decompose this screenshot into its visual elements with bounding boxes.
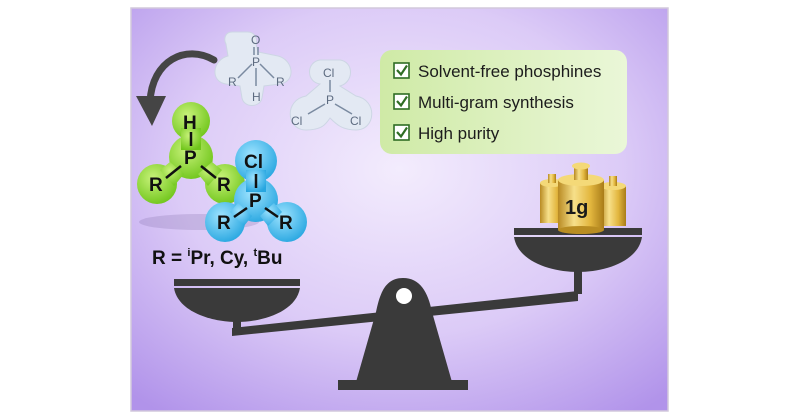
phosphorus-trichloride-molecule: Cl P Cl Cl (289, 59, 373, 131)
svg-text:P: P (252, 55, 260, 69)
secondary-phosphine-molecule: H P R R (137, 102, 259, 230)
chlorophosphine-molecule: Cl P R R (205, 140, 307, 242)
svg-text:R: R (149, 175, 163, 196)
checkbox-checked-icon (393, 62, 410, 79)
svg-text:R: R (217, 213, 231, 234)
svg-text:H: H (252, 90, 261, 104)
brass-weight-icon: 1g (540, 162, 626, 234)
feature-label: Solvent-free phosphines (418, 62, 601, 81)
feature-label: Multi-gram synthesis (418, 93, 574, 112)
svg-text:Cl: Cl (291, 114, 302, 128)
checkbox-checked-icon (393, 124, 410, 141)
substituent-label: R = iPr, Cy, tBu (152, 247, 282, 269)
feature-label: High purity (418, 124, 500, 143)
svg-text:P: P (249, 191, 262, 212)
svg-text:R: R (228, 75, 237, 89)
checkbox-checked-icon (393, 93, 410, 110)
svg-text:R: R (276, 75, 285, 89)
balance-scale-icon (174, 228, 642, 390)
feature-box (380, 50, 627, 154)
svg-text:1g: 1g (565, 197, 588, 219)
svg-text:Cl: Cl (350, 114, 361, 128)
svg-text:O: O (251, 33, 260, 47)
svg-text:H: H (183, 113, 197, 134)
phosphine-oxide-molecule: O P R R H (214, 31, 292, 106)
svg-text:P: P (184, 148, 197, 169)
svg-text:Cl: Cl (244, 152, 263, 173)
svg-text:R: R (279, 213, 293, 234)
svg-text:P: P (326, 93, 334, 107)
curved-arrow-icon (136, 50, 218, 126)
svg-text:Cl: Cl (323, 66, 334, 80)
svg-text:R: R (217, 175, 231, 196)
